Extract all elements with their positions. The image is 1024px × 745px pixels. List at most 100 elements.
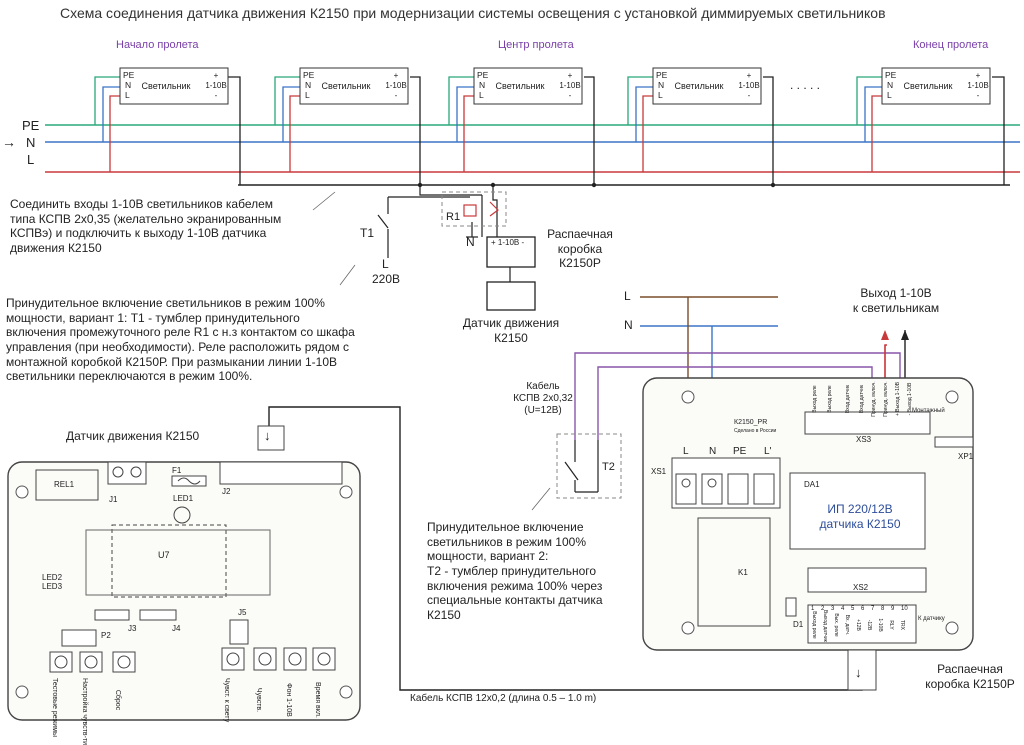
lamp-n-label: N [125, 80, 131, 90]
mains-n-label: N [624, 318, 633, 332]
span-start-label: Начало пролета [116, 39, 199, 51]
lamp-plus-label: + [568, 71, 573, 80]
lamp-pe-label: PE [477, 70, 489, 80]
xs3-terminal-label: Вход датчик [859, 384, 865, 414]
xs3-terminal-label: Выход реле [827, 385, 833, 413]
sensor-board-j1: J1 [109, 495, 118, 504]
lamp-drop-wires [94, 76, 1005, 185]
sensor-control-label: Тестовые режимы [51, 678, 58, 738]
lamp-n-label: N [658, 80, 664, 90]
lamp-pe-label: PE [885, 70, 897, 80]
xs2-terminal-number: 4 [841, 606, 845, 612]
xs3-terminal-label: Принуд. включ. [871, 381, 877, 417]
xs2-terminal-label: +12В [855, 619, 861, 631]
xs2-terminal-label: TRX [899, 620, 905, 630]
xs3-terminal-label: Выход реле [812, 385, 818, 413]
output-label: Выход 1-10В к светильникам [852, 286, 940, 315]
bus-arrow-icon: → [2, 134, 16, 150]
lamp-v110-label: 1-10В [967, 81, 988, 90]
lamp-v110-label: 1-10В [385, 81, 406, 90]
sensor-board-rel1: REL1 [54, 480, 75, 489]
xs1-terminal-label: N [709, 446, 717, 457]
cable-bottom-label: Кабель КСПВ 12х0,2 (длина 0.5 – 1.0 m) [410, 693, 597, 704]
lamp-name-label: Светильник [904, 81, 953, 91]
xs2-terminal-number: 7 [871, 606, 875, 612]
box-board-d1: D1 [793, 620, 804, 629]
box-board-xp1: XP1 [958, 452, 974, 461]
relay-dashed-frame [441, 191, 507, 227]
sensor-board-j5: J5 [238, 608, 247, 617]
xs2-terminal-label: Выход датчик [822, 610, 828, 642]
sensor-control-label: Фон 1-10В [285, 683, 292, 717]
xs2-terminal-label: RLY [888, 620, 894, 630]
xs1-terminal-label: PE [733, 446, 747, 457]
pointer-lines [312, 191, 551, 511]
sensor-board-p2: P2 [101, 631, 111, 640]
sensor-board-led3: LED3 [42, 582, 63, 591]
bus-n-label: N [26, 135, 36, 150]
relay-coil [463, 204, 477, 217]
xs1-terminal-label: L' [764, 446, 772, 457]
switch-t1-label: T1 [360, 226, 375, 240]
lamp-v110-label: 1-10В [559, 81, 580, 90]
t2-switch-frame [556, 433, 622, 499]
lamp-pe-label: PE [303, 70, 315, 80]
lamp-name-label: Светильник [142, 81, 191, 91]
box-board-da1: DA1 [804, 480, 820, 489]
t2-switch [564, 440, 599, 493]
switch-t1-voltage: 220В [372, 272, 401, 286]
xs3-terminal-label: + Выход 1-10В [895, 382, 901, 417]
lamp-pe-label: PE [123, 70, 135, 80]
lamp-minus-label: - [977, 91, 980, 100]
lamp-plus-label: + [214, 71, 219, 80]
junction-box-terminal-label: + 1-10В - [491, 238, 525, 247]
diagram-title: Схема соединения датчика движения К2150 … [60, 5, 886, 21]
t2-label: T2 [602, 461, 615, 473]
lamp-l-label: L [479, 90, 484, 100]
sensor-board-j2: J2 [222, 487, 231, 496]
lamp-name-label: Светильник [322, 81, 371, 91]
note-cable: Соединить входы 1-10В светильников кабел… [10, 197, 282, 255]
sensor-control-label: Настройка чувств-ти [81, 678, 88, 745]
lamp-minus-label: - [395, 91, 398, 100]
xs2-terminal-number: 5 [851, 606, 855, 612]
lamp-name-label: Светильник [496, 81, 545, 91]
sensor-board-f1: F1 [172, 466, 182, 475]
relay-r1-label: R1 [446, 211, 461, 223]
lamp-n-label: N [305, 80, 311, 90]
sensor-control-label: Время вкл. [314, 682, 321, 718]
sensor-label: Датчик движения К2150 [462, 316, 560, 345]
xs3-terminal-label: Вход датчик [845, 384, 851, 414]
mains-l-label: L [624, 289, 631, 303]
box-board-k1: K1 [738, 568, 748, 577]
box-board-to-sensor: К датчику [918, 616, 945, 622]
wiring-diagram: PENLСветильник+1-10В-PENLСветильник+1-10… [7, 67, 1020, 721]
junction-box-board [642, 377, 974, 691]
xs2-terminal-label: Вых. реле [833, 613, 839, 637]
span-center-label: Центр пролета [498, 39, 574, 51]
lamp-minus-label: - [748, 91, 751, 100]
lamp-name-label: Светильник [675, 81, 724, 91]
lamp-plus-label: + [747, 71, 752, 80]
sensor-board-j3: J3 [128, 624, 137, 633]
xs2-terminal-label: 1-10В [877, 618, 883, 632]
lamp-l-label: L [305, 90, 310, 100]
sensor-board-led1: LED1 [173, 494, 194, 503]
xs2-terminal-number: 6 [861, 606, 865, 612]
lamp-n-label: N [479, 80, 485, 90]
span-end-label: Конец пролета [913, 39, 989, 51]
sensor-board [7, 425, 361, 721]
lamp-n-label: N [887, 80, 893, 90]
xs2-terminal-label: -12В [866, 619, 872, 631]
bus-l-label: L [27, 152, 35, 167]
xs2-terminal-number: 8 [881, 606, 885, 612]
sensor-control-label: Чувст. к свету [223, 678, 230, 723]
sensor-board-u7: U7 [158, 550, 170, 560]
junction-box-k2150p [486, 236, 536, 268]
box-board-xs2: XS2 [853, 583, 869, 592]
xs1-terminal-label: L [683, 446, 689, 457]
lamp-plus-label: + [976, 71, 981, 80]
lamp-minus-label: - [215, 91, 218, 100]
